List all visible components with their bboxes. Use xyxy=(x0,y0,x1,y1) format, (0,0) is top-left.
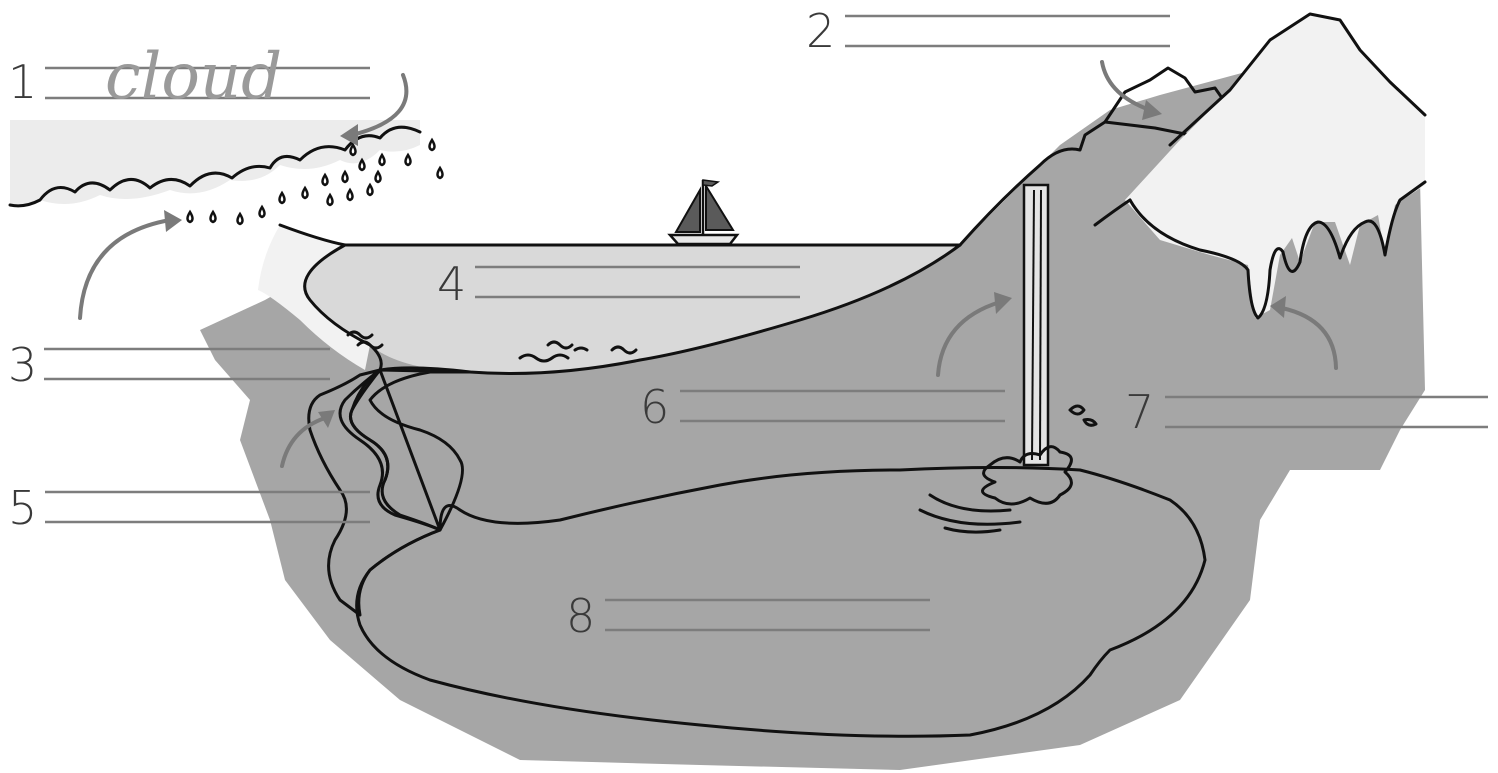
label-number-3: 3 xyxy=(8,338,37,392)
waterfall-stream xyxy=(1040,190,1041,460)
label-number-4: 4 xyxy=(437,257,466,311)
waterfall xyxy=(1024,185,1048,465)
label-number-7: 7 xyxy=(1125,385,1154,439)
label-answer-1: cloud xyxy=(105,40,282,114)
label-number-6: 6 xyxy=(640,380,669,434)
label-number-2: 2 xyxy=(806,4,835,58)
label-number-5: 5 xyxy=(8,481,37,535)
sailboat xyxy=(670,180,737,244)
label-number-1: 1 xyxy=(8,55,37,109)
label-number-8: 8 xyxy=(566,589,595,643)
horizon-line xyxy=(280,225,960,245)
